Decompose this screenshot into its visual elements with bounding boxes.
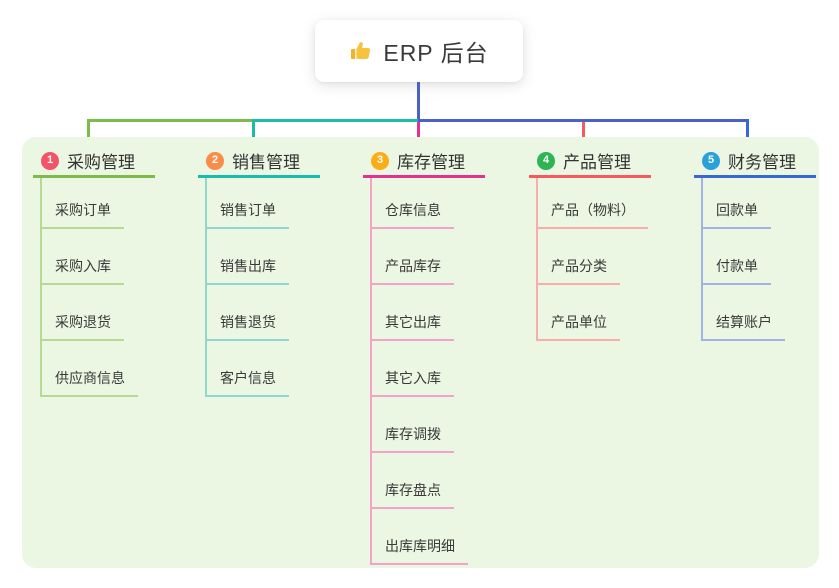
node-product-unit[interactable]: 产品单位 [536, 285, 620, 341]
connector-drop-branch-1 [87, 119, 90, 142]
node-sales-order[interactable]: 销售订单 [205, 173, 289, 229]
connector-drop-branch-4 [582, 122, 585, 142]
connector-drop-branch-2 [252, 119, 255, 142]
node-outbound-detail[interactable]: 出库库明细 [370, 509, 468, 565]
branch-label: 财务管理 [728, 153, 796, 172]
branch-child-connector [370, 178, 372, 565]
branch-children: 产品（物料） 产品分类 产品单位 [536, 173, 648, 341]
node-product-category[interactable]: 产品分类 [536, 229, 620, 285]
branch-header-finance[interactable]: 5 财务管理 [694, 146, 816, 178]
branch-child-connector [205, 178, 207, 397]
branch-child-connector [40, 178, 42, 397]
branch-label: 销售管理 [232, 153, 300, 172]
branch-child-connector [536, 178, 538, 341]
node-settlement-account[interactable]: 结算账户 [701, 285, 785, 341]
node-purchase-order[interactable]: 采购订单 [40, 173, 124, 229]
branch-children: 仓库信息 产品库存 其它出库 其它入库 库存调拨 库存盘点 出库库明细 [370, 173, 468, 565]
branch-inventory-management: 3 库存管理 仓库信息 产品库存 其它出库 其它入库 库存调拨 库存盘点 出库库… [363, 146, 485, 565]
branch-children: 回款单 付款单 结算账户 [701, 173, 785, 341]
node-stock-taking[interactable]: 库存盘点 [370, 453, 454, 509]
branch-header-sales[interactable]: 2 销售管理 [198, 146, 320, 178]
branch-label: 采购管理 [67, 153, 135, 172]
root-node-erp-backend[interactable]: ERP 后台 [315, 20, 523, 82]
node-product-material[interactable]: 产品（物料） [536, 173, 648, 229]
node-purchase-return[interactable]: 采购退货 [40, 285, 124, 341]
branch-finance-management: 5 财务管理 回款单 付款单 结算账户 [694, 146, 816, 341]
connector-bus-green [87, 119, 254, 122]
node-stock-transfer[interactable]: 库存调拨 [370, 397, 454, 453]
node-product-stock[interactable]: 产品库存 [370, 229, 454, 285]
branch-number-badge: 1 [41, 151, 59, 170]
branch-number-badge: 5 [702, 151, 720, 170]
node-other-inbound[interactable]: 其它入库 [370, 341, 454, 397]
mindmap-canvas-panel [22, 137, 819, 568]
connector-bus-teal [254, 119, 418, 122]
branch-header-product[interactable]: 4 产品管理 [529, 146, 651, 178]
branch-children: 销售订单 销售出库 销售退货 客户信息 [205, 173, 289, 397]
branch-label: 库存管理 [397, 153, 465, 172]
branch-children: 采购订单 采购入库 采购退货 供应商信息 [40, 173, 138, 397]
branch-number-badge: 4 [537, 151, 555, 170]
root-node-label: ERP 后台 [383, 40, 489, 66]
branch-header-purchase[interactable]: 1 采购管理 [33, 146, 155, 178]
branch-header-inventory[interactable]: 3 库存管理 [363, 146, 485, 178]
connector-drop-branch-5 [746, 119, 749, 142]
connector-drop-branch-3 [417, 122, 420, 142]
node-other-outbound[interactable]: 其它出库 [370, 285, 454, 341]
thumbs-up-icon [349, 39, 373, 63]
branch-sales-management: 2 销售管理 销售订单 销售出库 销售退货 客户信息 [198, 146, 320, 397]
branch-purchase-management: 1 采购管理 采购订单 采购入库 采购退货 供应商信息 [33, 146, 155, 397]
branch-product-management: 4 产品管理 产品（物料） 产品分类 产品单位 [529, 146, 651, 341]
node-sales-return[interactable]: 销售退货 [205, 285, 289, 341]
branch-label: 产品管理 [563, 153, 631, 172]
connector-trunk [417, 82, 420, 120]
branch-child-connector [701, 178, 703, 341]
node-purchase-inbound[interactable]: 采购入库 [40, 229, 124, 285]
node-sales-outbound[interactable]: 销售出库 [205, 229, 289, 285]
node-payment-bill[interactable]: 付款单 [701, 229, 771, 285]
node-warehouse-info[interactable]: 仓库信息 [370, 173, 454, 229]
branch-number-badge: 3 [371, 151, 389, 170]
node-customer-info[interactable]: 客户信息 [205, 341, 289, 397]
node-receipt-bill[interactable]: 回款单 [701, 173, 771, 229]
node-supplier-info[interactable]: 供应商信息 [40, 341, 138, 397]
connector-bus-blue [418, 119, 749, 122]
branch-number-badge: 2 [206, 151, 224, 170]
